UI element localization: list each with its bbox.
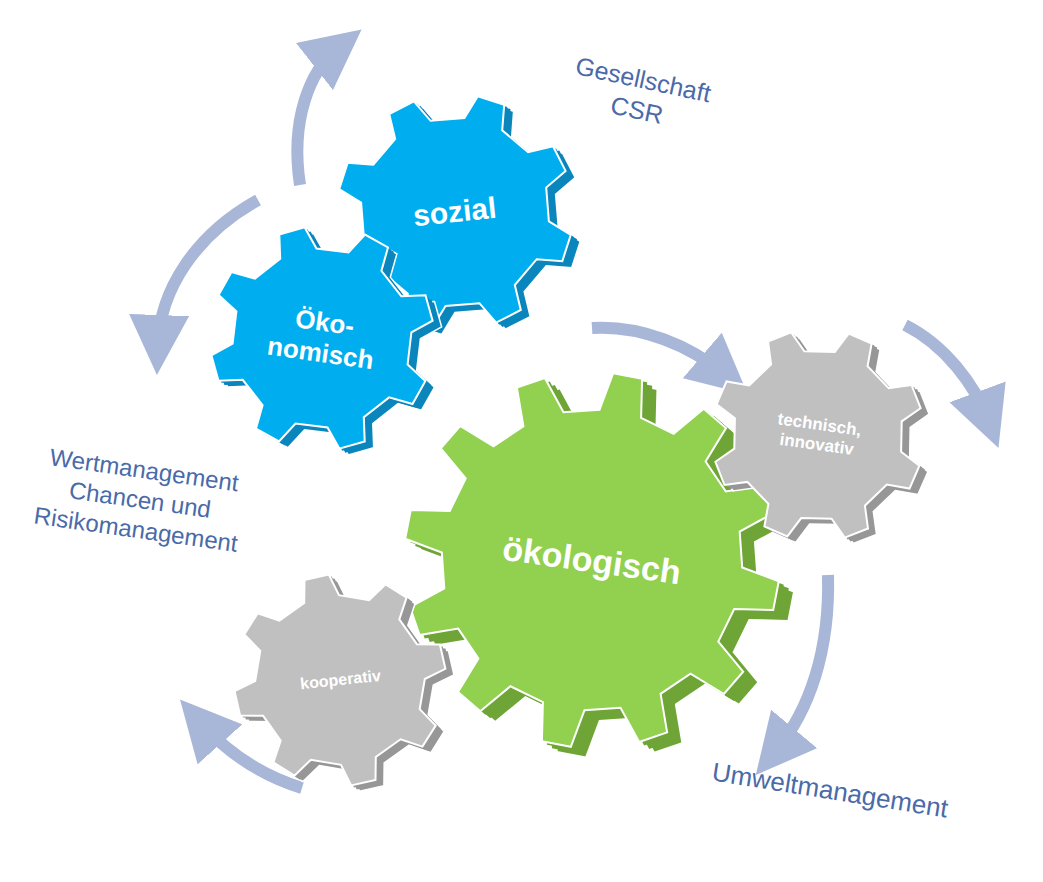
side-label: Gesellschaft CSR — [555, 48, 724, 142]
side-label: Wertmanagement Chancen und Risikomanagem… — [15, 439, 265, 562]
cycle-arrow — [297, 48, 338, 185]
gear-face — [405, 373, 779, 747]
gear-node: technisch, innovativ — [712, 329, 924, 541]
gear-face — [715, 332, 920, 537]
gear-node: Öko- nomisch — [210, 226, 434, 450]
gear-face — [235, 575, 446, 786]
side-label: Umweltmanagement — [704, 754, 956, 825]
gear-node: kooperativ — [234, 574, 446, 786]
cycle-arrow — [592, 328, 725, 375]
gear-node: ökologisch — [404, 372, 780, 748]
gear-face — [211, 227, 432, 448]
